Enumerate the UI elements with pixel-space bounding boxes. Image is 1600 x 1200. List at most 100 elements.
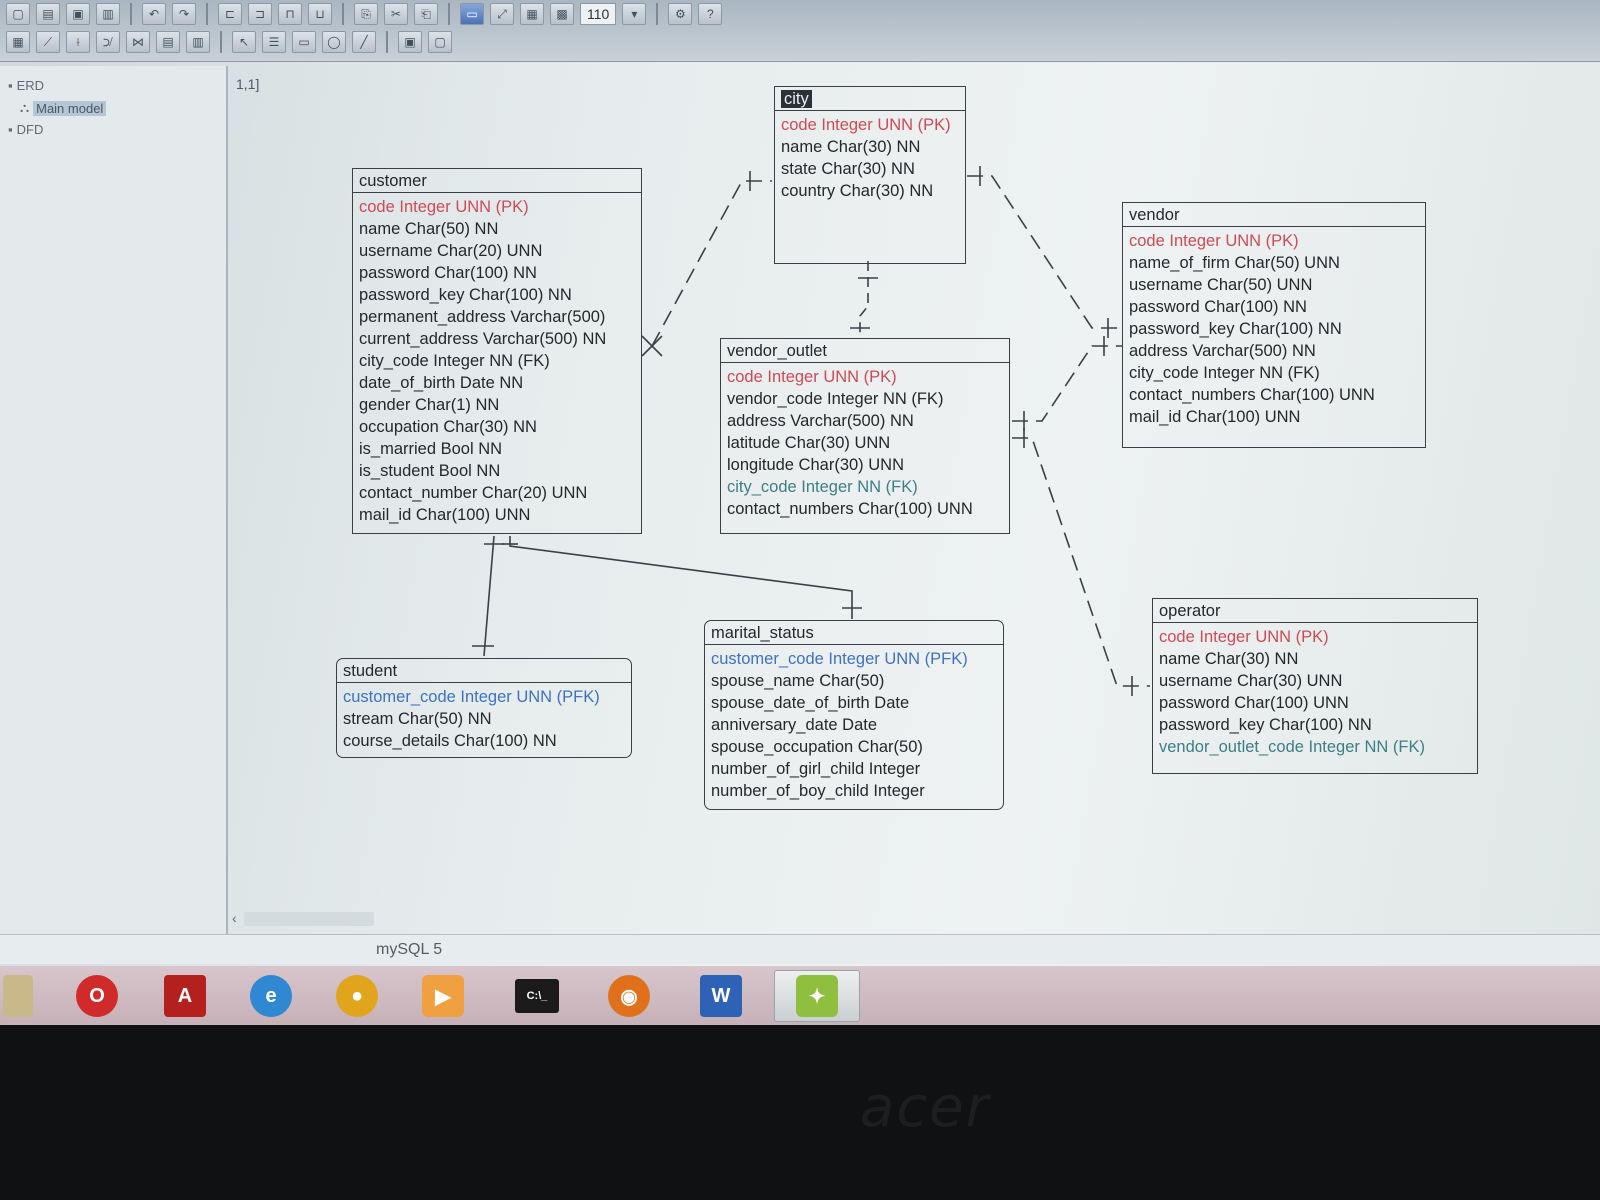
line-tool-icon[interactable]: ╱ xyxy=(352,31,376,53)
toolbar: ▢ ▤ ▣ ▥ ↶ ↷ ⊏ ⊐ ⊓ ⊔ ⎘ ✂ ⎗ ▭ ⤢ ▦ ▩ 110 ▾ … xyxy=(0,0,1600,62)
save-icon[interactable]: ▣ xyxy=(66,3,90,25)
attribute-row: number_of_girl_child Integer xyxy=(711,760,921,778)
taskbar-app-3[interactable]: ● xyxy=(326,970,388,1022)
attribute-row: mail_id Char(100) UNN xyxy=(1129,408,1301,426)
entity-customer[interactable]: customer code Integer UNN (PK) name Char… xyxy=(352,168,642,534)
entity-city[interactable]: city code Integer UNN (PK) name Char(30)… xyxy=(774,86,966,264)
zoom-dropdown-icon[interactable]: ▾ xyxy=(622,3,647,25)
attribute-row: date_of_birth Date NN xyxy=(359,374,524,392)
folder-icon xyxy=(3,975,33,1017)
taskbar-app-7[interactable]: W xyxy=(690,970,752,1022)
zoom-select[interactable]: 110 xyxy=(580,3,617,25)
reverse-engineer-icon[interactable]: ▢ xyxy=(428,31,452,53)
model-icon: ⛬ xyxy=(20,100,30,115)
taskbar-app-6[interactable]: ◉ xyxy=(598,970,660,1022)
attribute-row: stream Char(50) NN xyxy=(343,710,492,728)
entity-attributes: customer_code Integer UNN (PFK) spouse_n… xyxy=(705,645,1003,805)
pointer-tool-icon[interactable]: ↖ xyxy=(232,31,256,53)
paste-icon[interactable]: ⎗ xyxy=(414,3,438,25)
align-top-icon[interactable]: ⊓ xyxy=(278,3,302,25)
canvas-coordinate: 1,1] xyxy=(236,76,260,92)
relation-customer-marital-status xyxy=(509,536,853,619)
attribute-row: code Integer UNN (PK) xyxy=(727,368,897,386)
attribute-row: current_address Varchar(500) NN xyxy=(359,330,607,348)
domain-tool-icon[interactable]: ▥ xyxy=(186,31,210,53)
entity-title: vendor_outlet xyxy=(721,339,1009,363)
attribute-row: is_married Bool NN xyxy=(359,440,503,458)
tree-item-main-model[interactable]: ⛬ Main model xyxy=(20,100,107,116)
relationship-lines xyxy=(472,166,1150,696)
diagram-canvas[interactable]: 1,1] xyxy=(232,66,1600,934)
taskbar-explorer[interactable] xyxy=(0,970,36,1022)
copy-icon[interactable]: ⎘ xyxy=(354,3,378,25)
redo-icon[interactable]: ↷ xyxy=(172,3,196,25)
grid-icon[interactable]: ▦ xyxy=(520,3,544,25)
zoom-fit-icon[interactable]: ⤢ xyxy=(490,3,514,25)
relation-customer-city xyxy=(651,180,772,347)
page-icon[interactable]: ▭ xyxy=(460,3,484,25)
toolbar-separator xyxy=(206,3,208,25)
rectangle-tool-icon[interactable]: ▭ xyxy=(292,31,316,53)
cut-icon[interactable]: ✂ xyxy=(384,3,408,25)
relation-tool-icon[interactable]: ⟋ xyxy=(36,31,60,53)
attribute-row: permanent_address Varchar(500) xyxy=(359,308,606,326)
open-icon[interactable]: ▤ xyxy=(36,3,60,25)
attribute-row: vendor_outlet_code Integer NN (FK) xyxy=(1159,738,1425,756)
taskbar-app-5[interactable]: C:\_ xyxy=(506,970,568,1022)
align-bottom-icon[interactable]: ⊔ xyxy=(308,3,332,25)
attribute-row: password_key Char(100) NN xyxy=(1129,320,1342,338)
view-tool-icon[interactable]: ▤ xyxy=(156,31,180,53)
opera-icon: O xyxy=(76,975,118,1017)
identifying-relation-icon[interactable]: ⟊ xyxy=(66,31,90,53)
entity-marital-status[interactable]: marital_status customer_code Integer UNN… xyxy=(704,620,1004,810)
tree-item-label: ERD xyxy=(16,78,45,93)
settings-icon[interactable]: ⚙ xyxy=(668,3,693,25)
new-icon[interactable]: ▢ xyxy=(6,3,30,25)
tree-item-dfd[interactable]: ▪ DFD xyxy=(8,122,43,137)
attribute-row: spouse_occupation Char(50) xyxy=(711,738,923,756)
attribute-row: address Varchar(500) NN xyxy=(727,412,914,430)
entity-operator[interactable]: operator code Integer UNN (PK) name Char… xyxy=(1152,598,1478,774)
attribute-row: country Char(30) NN xyxy=(781,182,934,200)
attribute-row: password_key Char(100) NN xyxy=(1159,716,1372,734)
entity-vendor[interactable]: vendor code Integer UNN (PK) name_of_fir… xyxy=(1122,202,1426,448)
many-to-many-icon[interactable]: ⋈ xyxy=(126,31,150,53)
attribute-row: username Char(50) UNN xyxy=(1129,276,1313,294)
ellipse-tool-icon[interactable]: ◯ xyxy=(322,31,346,53)
relation-city-vendor-outlet xyxy=(859,261,869,338)
attribute-row: username Char(30) UNN xyxy=(1159,672,1343,690)
attribute-row: name_of_firm Char(50) UNN xyxy=(1129,254,1340,272)
tree-item-erd[interactable]: ▪ ERD xyxy=(8,78,44,93)
taskbar-app-0[interactable]: O xyxy=(66,970,128,1022)
toolbar-separator xyxy=(386,31,388,53)
attribute-row: customer_code Integer UNN (PFK) xyxy=(343,688,600,706)
table-tool-icon[interactable]: ▦ xyxy=(6,31,30,53)
entity-attributes: code Integer UNN (PK) vendor_code Intege… xyxy=(721,363,1009,523)
taskbar-app-8[interactable]: ✦ xyxy=(774,970,860,1022)
entity-title: student xyxy=(337,659,631,683)
model-icon[interactable]: ▩ xyxy=(550,3,574,25)
align-right-icon[interactable]: ⊐ xyxy=(248,3,272,25)
entity-attributes: code Integer UNN (PK) name Char(30) NN s… xyxy=(775,111,965,205)
undo-icon[interactable]: ↶ xyxy=(142,3,166,25)
print-icon[interactable]: ▥ xyxy=(96,3,120,25)
attribute-row: spouse_date_of_birth Date xyxy=(711,694,910,712)
entity-vendor-outlet[interactable]: vendor_outlet code Integer UNN (PK) vend… xyxy=(720,338,1010,534)
attribute-row: gender Char(1) NN xyxy=(359,396,500,414)
horizontal-scrollbar-thumb[interactable] xyxy=(244,912,374,926)
taskbar-app-2[interactable]: e xyxy=(240,970,302,1022)
align-left-icon[interactable]: ⊏ xyxy=(218,3,242,25)
taskbar-app-4[interactable]: ▶ xyxy=(412,970,474,1022)
help-icon[interactable]: ? xyxy=(698,3,723,25)
entity-student[interactable]: student customer_code Integer UNN (PFK) … xyxy=(336,658,632,758)
taskbar: O A e ● ▶ C:\_ ◉ W ✦ xyxy=(0,966,1600,1025)
generate-sql-icon[interactable]: ▣ xyxy=(398,31,422,53)
attribute-row: address Varchar(500) NN xyxy=(1129,342,1316,360)
taskbar-app-1[interactable]: A xyxy=(154,970,216,1022)
attribute-row: mail_id Char(100) UNN xyxy=(359,506,531,524)
attribute-row: city_code Integer NN (FK) xyxy=(1129,364,1320,382)
monitor-bezel: acer xyxy=(0,1025,1600,1200)
non-identifying-relation-icon[interactable]: ⟉ xyxy=(96,31,120,53)
text-tool-icon[interactable]: ☰ xyxy=(262,31,286,53)
scroll-left-icon[interactable]: ‹ xyxy=(232,910,237,926)
